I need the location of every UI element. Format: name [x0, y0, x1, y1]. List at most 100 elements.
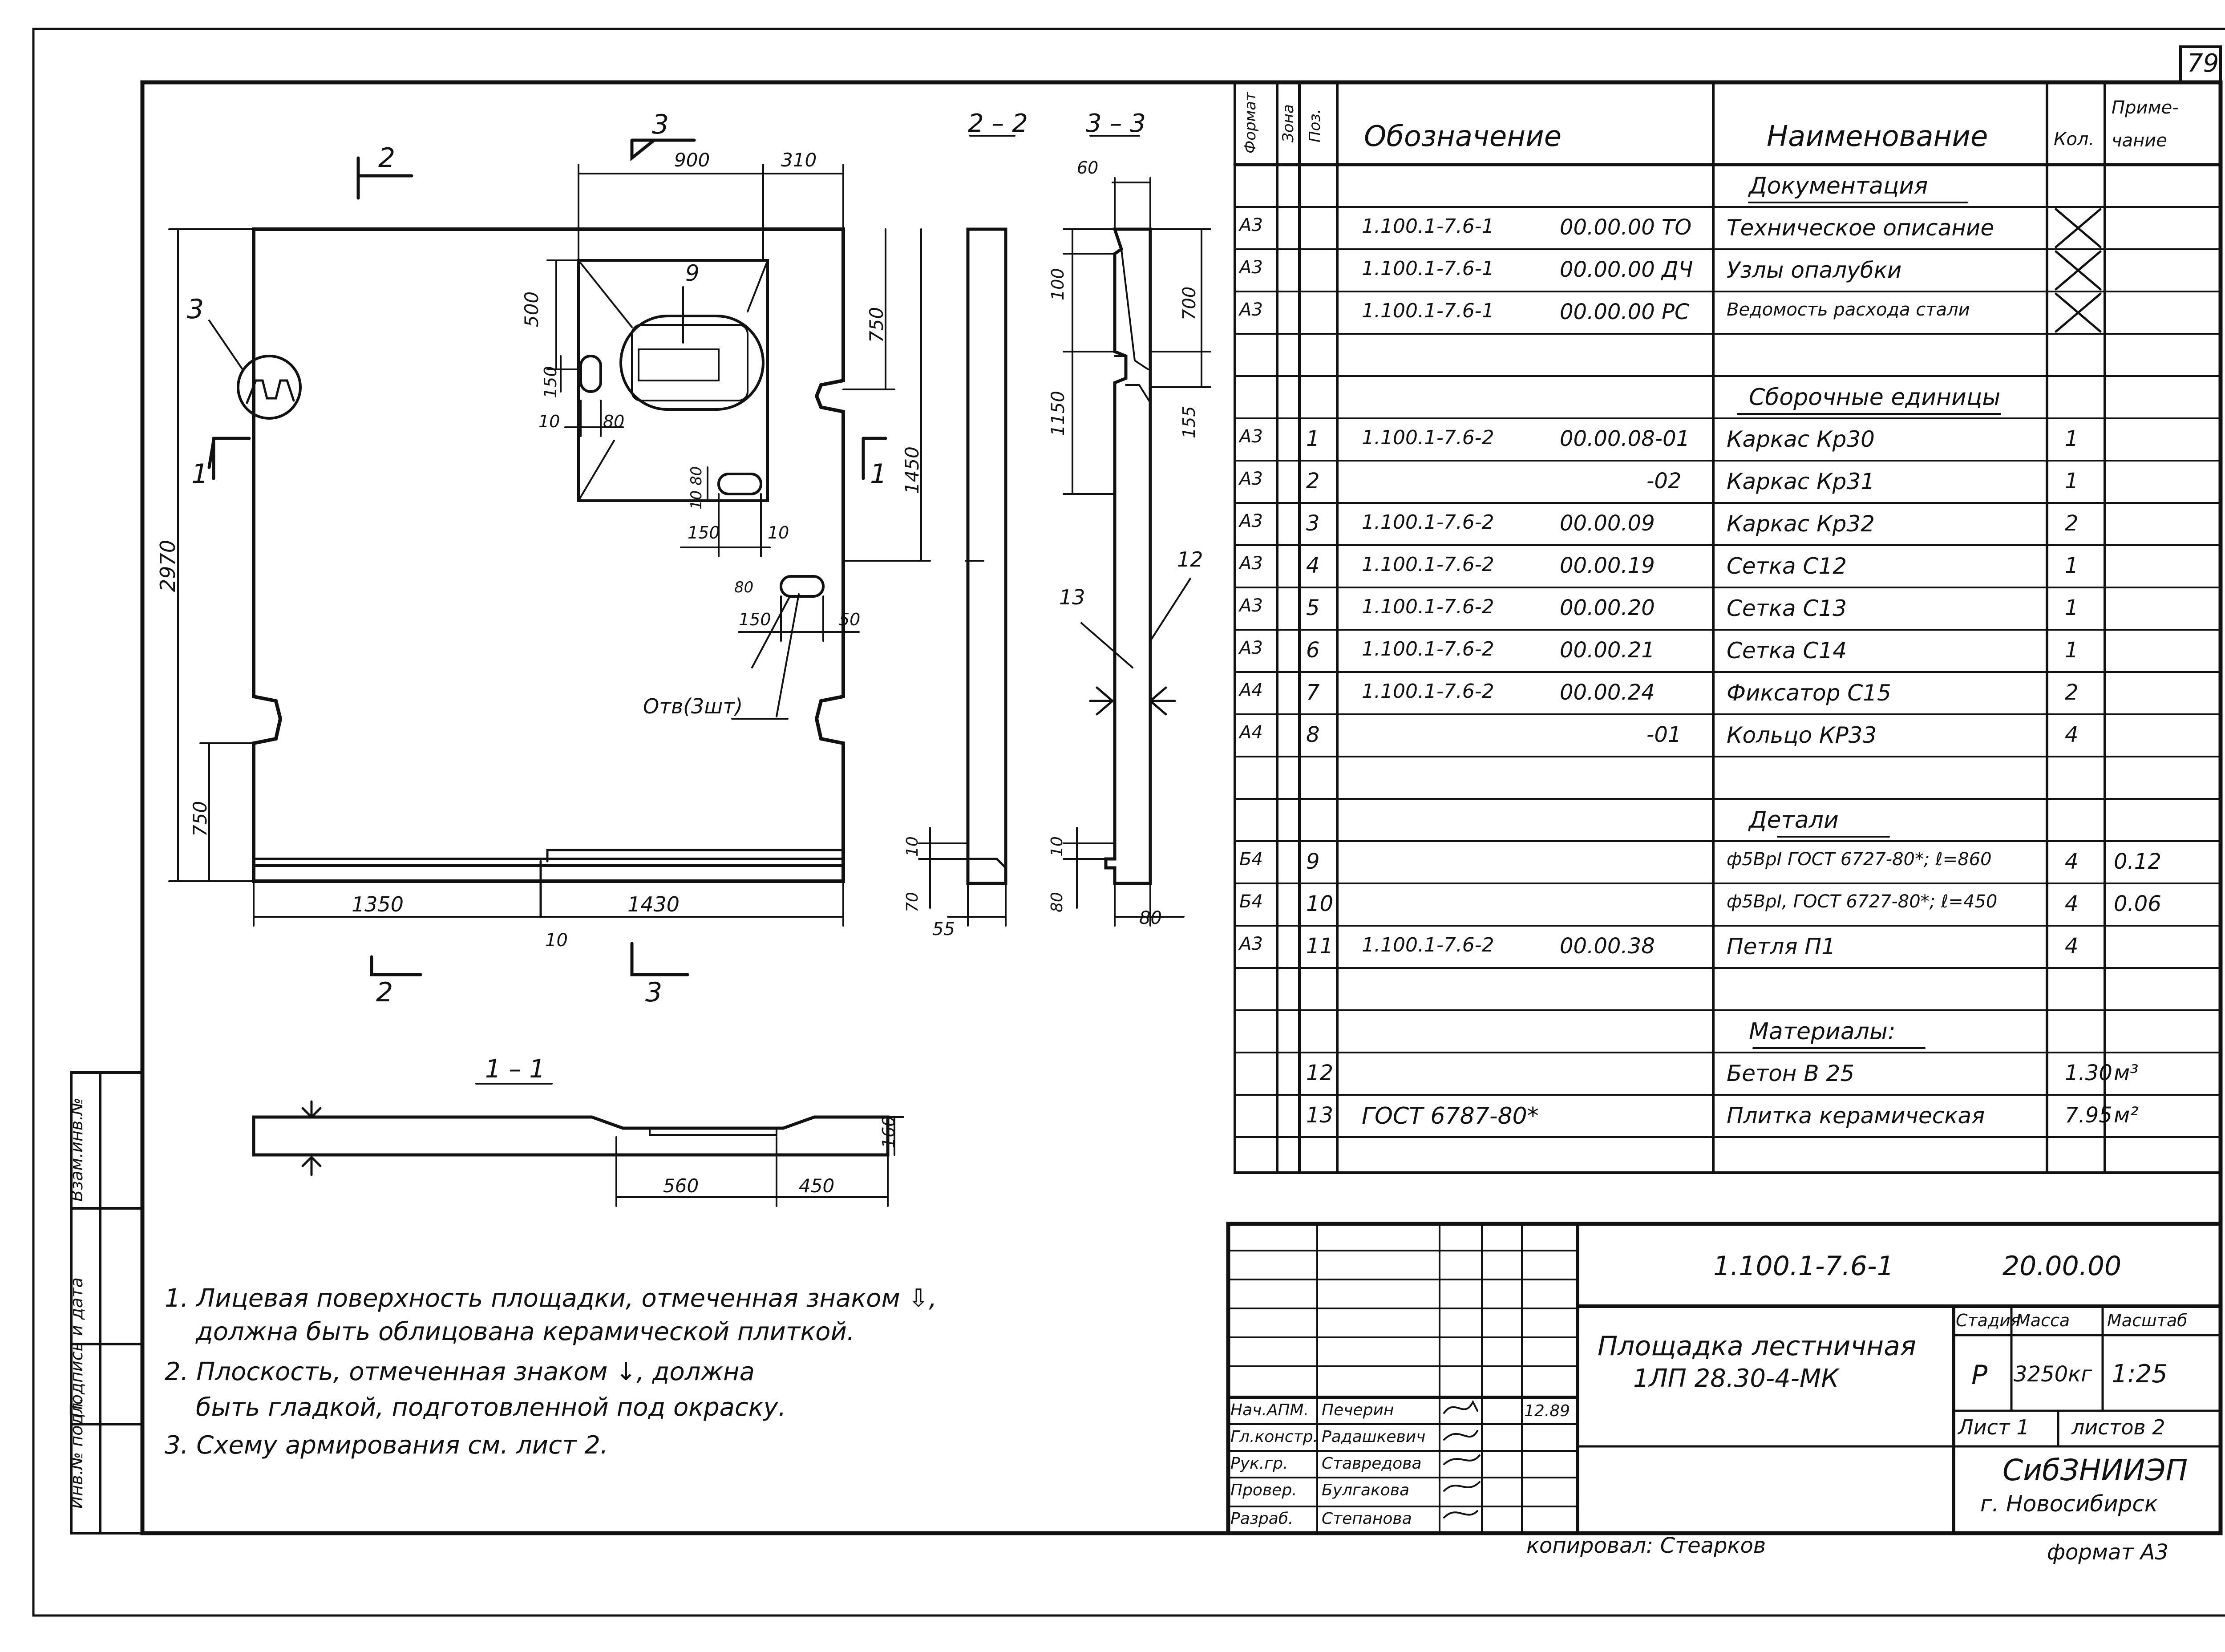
spec-row-pos: 8	[1306, 722, 1320, 747]
note-3: 3. Схему армирования см. лист 2.	[165, 1431, 608, 1460]
title-scale: 1:25	[2112, 1360, 2168, 1389]
section-3-3	[1063, 135, 1211, 927]
spec-row-pos: 7	[1306, 680, 1320, 705]
callout-3: 3	[187, 294, 204, 325]
s22-dim-70: 70	[903, 892, 922, 912]
note-1-line-2: должна быть облицована керамической плит…	[196, 1317, 855, 1346]
spec-row-note: м²	[2114, 1103, 2139, 1128]
spec-row-name: Сетка С12	[1727, 553, 1847, 579]
spec-row-des2: 00.00.20	[1560, 595, 1655, 620]
format-label: формат А3	[2047, 1540, 2169, 1565]
dim-150b: 150	[688, 523, 720, 543]
spec-row-des2: 00.00.21	[1560, 638, 1655, 663]
dim-310: 310	[781, 149, 817, 171]
title-date: 12.89	[1524, 1402, 1570, 1420]
holes-note: Отв(3шт)	[643, 694, 743, 718]
spec-row-name: Кольцо КР33	[1727, 722, 1877, 748]
spec-row-name: ф5ВрI, ГОСТ 6727-80*; ℓ=450	[1727, 891, 1998, 912]
spec-row-name: Каркас Кр31	[1727, 469, 1875, 494]
spec-row-des1: 1.100.1-7.6-2	[1362, 638, 1494, 660]
spec-row-fmt: А4	[1239, 680, 1263, 700]
spec-row-name: Узлы опалубки	[1727, 257, 1902, 283]
dim-10-80: 10 80	[688, 466, 705, 510]
spec-row-pos: 1	[1306, 426, 1320, 451]
spec-row-qty: 4	[2065, 934, 2079, 959]
spec-row-name: Фиксатор С15	[1727, 680, 1891, 706]
spec-row-qty: 1	[2065, 469, 2079, 494]
spec-row-name: Каркас Кр30	[1727, 426, 1875, 452]
s33-dim-80a: 80	[1048, 892, 1066, 912]
s22-dim-55: 55	[932, 919, 955, 939]
spec-row-name: Бетон В 25	[1727, 1061, 1855, 1086]
spec-row-des1: 1.100.1-7.6-1	[1362, 215, 1494, 238]
spec-row-qty: 2	[2065, 511, 2079, 536]
dim-1350: 1350	[352, 892, 404, 916]
spec-row-pos: 3	[1306, 511, 1320, 536]
title-city: г. Новосибирск	[1980, 1491, 2158, 1517]
title-person-name: Радашкевич	[1322, 1428, 1426, 1446]
spec-row-qty: 7.95	[2065, 1103, 2112, 1128]
s33-dim-80b: 80	[1139, 908, 1162, 928]
dim-50: 50	[839, 610, 861, 629]
cut-label-3-top: 3	[652, 109, 669, 140]
title-name-line-1: Площадка лестничная	[1598, 1331, 1916, 1362]
dim-900: 900	[674, 149, 710, 171]
spec-row-name: Петля П1	[1727, 934, 1836, 960]
dim-750b: 750	[189, 801, 211, 837]
spec-row-name: Документация	[1749, 173, 1928, 199]
spec-row-pos: 2	[1306, 469, 1320, 494]
title-person-role: Гл.констр.	[1230, 1428, 1318, 1446]
spec-row-pos: 10	[1306, 891, 1334, 916]
spec-row-fmt: А3	[1239, 257, 1263, 278]
title-person-name: Ставредова	[1322, 1454, 1422, 1473]
spec-row-pos: 9	[1306, 849, 1320, 874]
spec-header-designation: Обозначение	[1364, 120, 1562, 153]
title-stage-header: Стадия	[1956, 1311, 2021, 1330]
spec-row-des1: 1.100.1-7.6-2	[1362, 934, 1494, 956]
spec-header-qty: Кол.	[2054, 129, 2095, 150]
title-person-role: Провер.	[1230, 1481, 1297, 1499]
spec-row-qty: 2	[2065, 680, 2079, 705]
dim-10b: 10	[768, 523, 789, 543]
title-org: СибЗНИИЭП	[2002, 1453, 2188, 1487]
section-2-2	[918, 135, 1015, 927]
title-name-line-2: 1ЛП 28.30-4-МК	[1633, 1364, 1839, 1393]
spec-row-des2: 00.00.00 ТО	[1560, 215, 1692, 240]
title-mass: 3250кг	[2014, 1362, 2092, 1387]
side-stamp-inv: Инв.№ подл.	[67, 1397, 86, 1509]
spec-header-zone: Зона	[1279, 104, 1297, 142]
title-stage: Р	[1971, 1360, 1988, 1391]
spec-row-qty: 1	[2065, 595, 2079, 620]
note-2-line-2: быть гладкой, подготовленной под окраску…	[196, 1393, 786, 1422]
spec-row-des2: 00.00.00 ДЧ	[1560, 257, 1693, 282]
dim-750a: 750	[866, 307, 887, 343]
title-sheets: листов 2	[2071, 1415, 2165, 1439]
spec-row-fmt: А3	[1239, 215, 1263, 235]
dim-1450: 1450	[901, 446, 923, 494]
title-person-name: Степанова	[1322, 1510, 1412, 1528]
spec-row-fmt: А3	[1239, 638, 1263, 658]
side-stamp-sign: Подпись и дата	[67, 1277, 86, 1417]
title-person-name: Печерин	[1322, 1401, 1394, 1419]
spec-row-fmt: Б4	[1239, 849, 1263, 870]
spec-row-name: Техническое описание	[1727, 215, 1994, 241]
spec-row-name: Каркас Кр32	[1727, 511, 1875, 537]
spec-row-fmt: А3	[1239, 595, 1263, 616]
cut-label-1-right: 1	[870, 458, 887, 490]
dim-10a: 10	[538, 412, 560, 431]
spec-row-name: Сетка С14	[1727, 638, 1847, 664]
title-sheet: Лист 1	[1958, 1415, 2030, 1439]
spec-row-note: 0.12	[2114, 849, 2161, 874]
spec-row-fmt: Б4	[1239, 891, 1263, 912]
title-scale-header: Масштаб	[2107, 1311, 2188, 1330]
spec-row-des1: 1.100.1-7.6-2	[1362, 511, 1494, 534]
s33-mark-12: 12	[1177, 547, 1203, 571]
spec-row-des1: ГОСТ 6787-80*	[1362, 1103, 1539, 1130]
dim-80a: 80	[603, 412, 625, 431]
spec-row-des2: 00.00.08-01	[1560, 426, 1690, 451]
plan-view	[168, 138, 931, 976]
section-1-1-title: 1 – 1	[485, 1055, 545, 1084]
note-2-line-1: 2. Плоскость, отмеченная знаком ↓, должн…	[165, 1357, 755, 1386]
title-person-role: Рук.гр.	[1230, 1454, 1288, 1473]
